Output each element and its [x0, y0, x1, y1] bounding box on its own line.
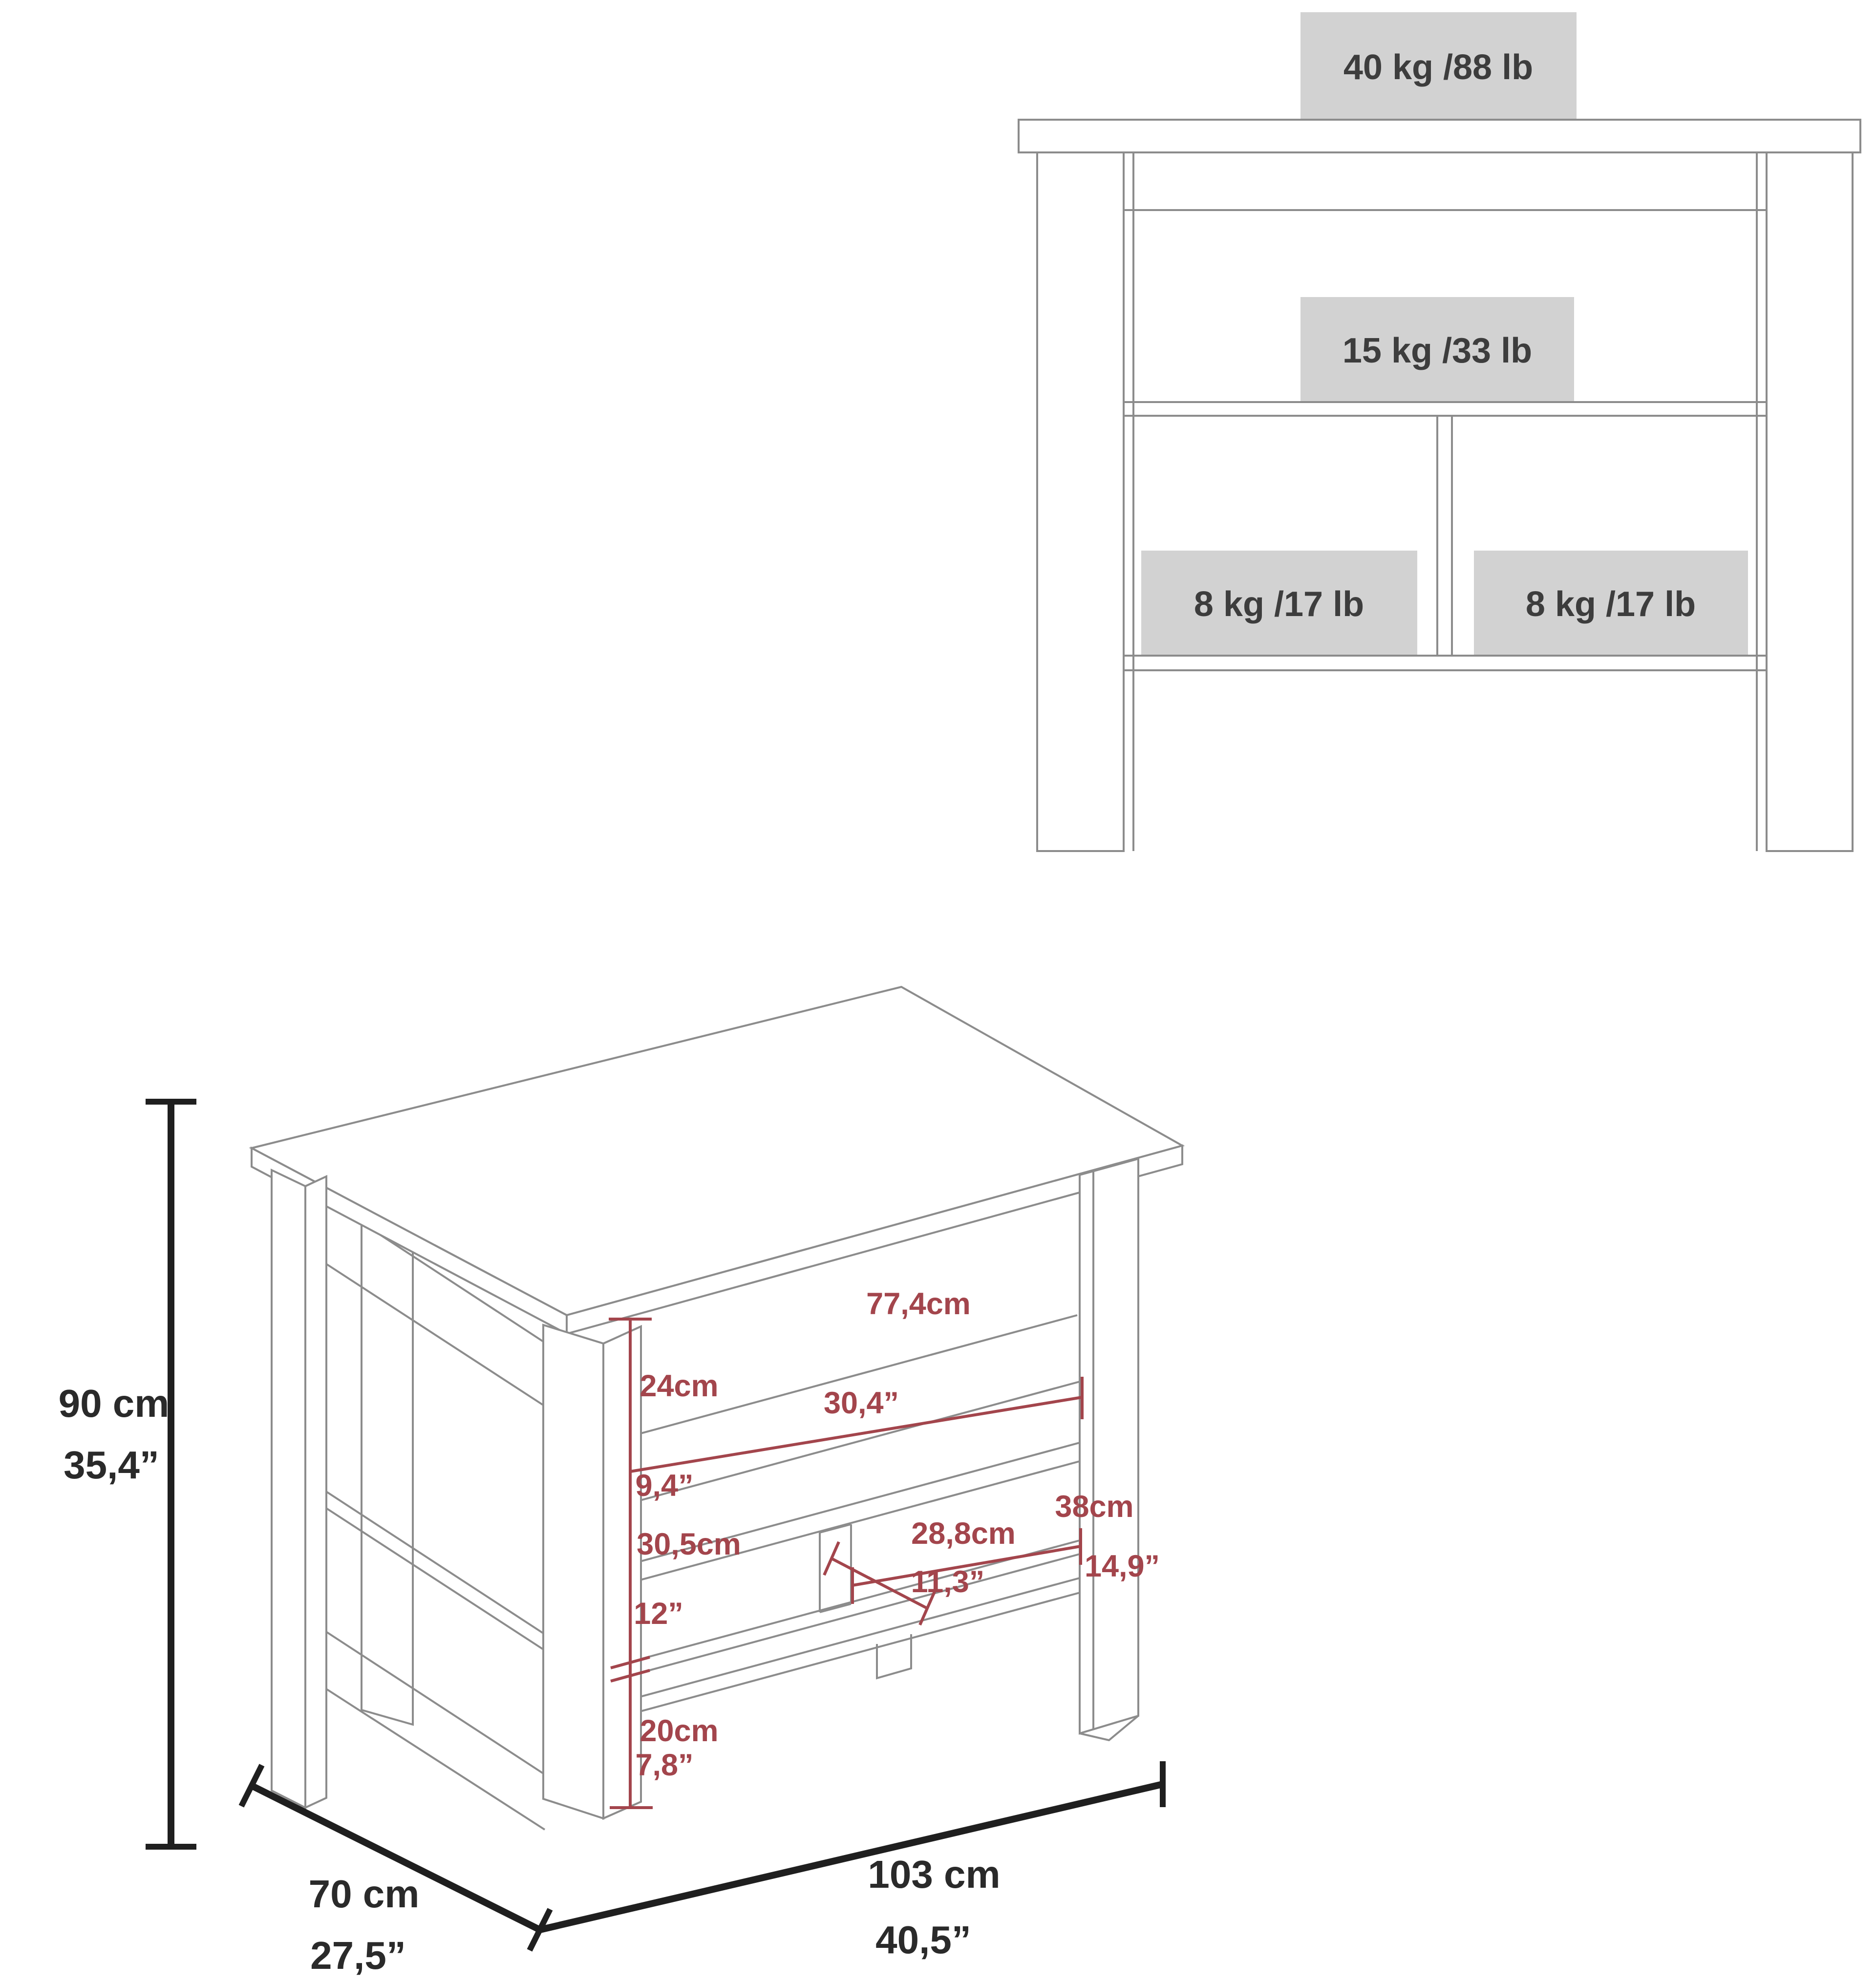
iso-right-panel: [1079, 1157, 1139, 1742]
width-dim-line: [539, 1781, 1164, 1933]
iso-front-left-leg: [271, 1168, 327, 1810]
capacity-label-bottom-left: 8 kg /17 lb: [1194, 585, 1364, 624]
iso-back-rail-line: [608, 1314, 1078, 1443]
iso-bottom-shelf: [605, 1539, 1080, 1722]
dim-depth-in: 27,5”: [310, 1934, 406, 1977]
dim-bottom-shelf-depth-in: 11,3”: [911, 1565, 985, 1599]
front-countertop: [1018, 119, 1861, 153]
dim-height-in: 35,4”: [64, 1443, 159, 1487]
iso-shelf-bracket: [876, 1634, 912, 1680]
depth-dim-line: [250, 1782, 542, 1933]
dim-mid-compartment-cm: 30,5cm: [637, 1527, 741, 1561]
iso-tabletop: [249, 985, 1185, 1336]
capacity-box-bottom-left: [1141, 551, 1417, 656]
dim-top-opening-cm: 24cm: [640, 1369, 718, 1403]
iso-red-dimensions: [609, 1318, 1084, 1809]
iso-shelf1-back-edge: [605, 1381, 1080, 1511]
dim-bottom-shelf-depth-cm: 28,8cm: [911, 1516, 1016, 1551]
dim-right-compartment-cm: 38cm: [1055, 1490, 1133, 1524]
dim-depth-cm: 70 cm: [309, 1872, 420, 1916]
red-right-compartment-line: [852, 1545, 1081, 1587]
red-shelf-width-line: [630, 1396, 1083, 1473]
capacity-label-middle: 15 kg /33 lb: [1343, 331, 1532, 370]
iso-black-dimensions: [146, 1099, 1166, 1952]
iso-front-center-leg: [542, 1323, 642, 1820]
dim-leg-height-cm: 20cm: [640, 1714, 718, 1748]
dim-shelf-width-in: 30,4”: [824, 1386, 899, 1420]
capacity-box-middle: [1300, 297, 1574, 402]
capacity-label-bottom-right: 8 kg /17 lb: [1526, 585, 1696, 624]
dim-right-compartment-in: 14,9”: [1085, 1549, 1160, 1583]
dim-shelf-width-cm: 77,4cm: [866, 1287, 971, 1321]
dim-width-cm: 103 cm: [868, 1853, 1000, 1896]
dim-width-in: 40,5”: [875, 1918, 971, 1962]
red-shelf-depth-line: [831, 1557, 928, 1610]
iso-divider: [819, 1523, 852, 1613]
iso-view: 77,4cm 30,4” 24cm 9,4” 38cm 14,9” 30,5cm…: [59, 985, 1185, 1977]
capacity-box-top: [1300, 12, 1577, 120]
capacity-box-bottom-right: [1474, 551, 1748, 656]
iso-back-left-leg: [361, 1210, 414, 1726]
front-left-leg: [1036, 151, 1125, 852]
capacity-label-top: 40 kg /88 lb: [1343, 48, 1533, 87]
dim-mid-compartment-in: 12”: [634, 1597, 683, 1631]
dim-top-opening-in: 9,4”: [635, 1469, 693, 1503]
front-view: 40 kg /88 lb 15 kg /33 lb 8 kg /17 lb 8 …: [1018, 12, 1861, 852]
dim-leg-height-in: 7,8”: [635, 1748, 693, 1782]
dim-height-cm: 90 cm: [59, 1382, 170, 1425]
front-right-leg: [1766, 151, 1854, 852]
iso-left-side-panel: [321, 1196, 546, 1831]
